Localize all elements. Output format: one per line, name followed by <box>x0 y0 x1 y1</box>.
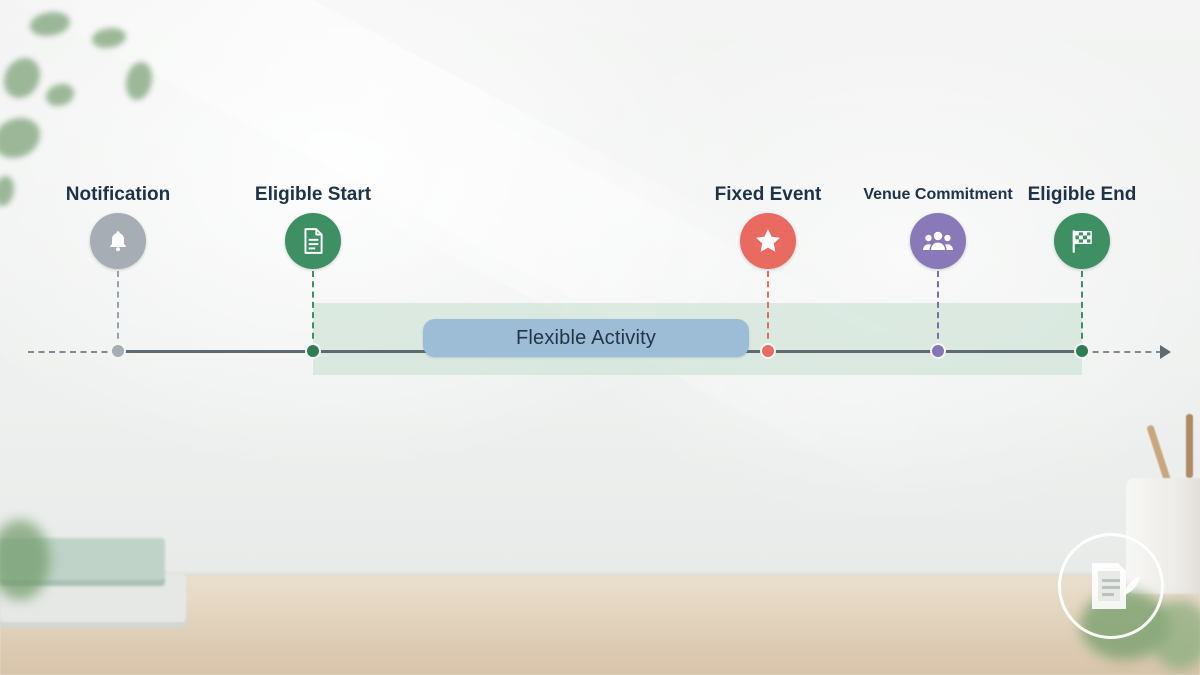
milestone-marker <box>1074 343 1090 359</box>
plant-blob <box>0 520 50 600</box>
plant-blob <box>1150 600 1200 670</box>
milestone-badge <box>285 213 341 269</box>
milestone-marker <box>930 343 946 359</box>
plant-leaf <box>0 176 14 206</box>
milestone-connector <box>117 271 119 349</box>
flexible-activity-bar: Flexible Activity <box>423 319 749 357</box>
milestone-label: Eligible Start <box>254 184 372 205</box>
milestone-marker <box>305 343 321 359</box>
watermark-logo <box>1058 533 1164 639</box>
milestone-connector <box>1081 271 1083 349</box>
milestone-marker <box>110 343 126 359</box>
milestone-label: Fixed Event <box>714 184 822 205</box>
document-icon <box>304 228 323 254</box>
milestone-badge <box>740 213 796 269</box>
milestone-badge <box>910 213 966 269</box>
group-icon <box>923 231 953 250</box>
desk <box>0 576 1200 675</box>
milestone-badge <box>1054 213 1110 269</box>
bell-icon <box>110 231 126 252</box>
milestone-marker <box>760 343 776 359</box>
desk-edge <box>0 570 1200 580</box>
document-leaf-logo-icon <box>1092 563 1140 609</box>
milestone-connector <box>767 271 769 349</box>
milestone-connector <box>937 271 939 349</box>
axis-dashed-right <box>1082 351 1162 353</box>
axis-arrowhead <box>1160 345 1171 359</box>
milestone-label: Eligible End <box>1027 184 1137 205</box>
milestone-connector <box>312 271 314 349</box>
pencil <box>1186 414 1193 478</box>
milestone-label: Notification <box>65 184 171 205</box>
plant-leaf <box>46 84 74 106</box>
axis-dashed-left <box>28 351 118 353</box>
checkered-flag-icon <box>1072 230 1092 253</box>
star-icon <box>756 229 780 252</box>
milestone-badge <box>90 213 146 269</box>
milestone-label: Venue Commitment <box>863 186 1013 203</box>
plant-leaf <box>92 28 126 48</box>
